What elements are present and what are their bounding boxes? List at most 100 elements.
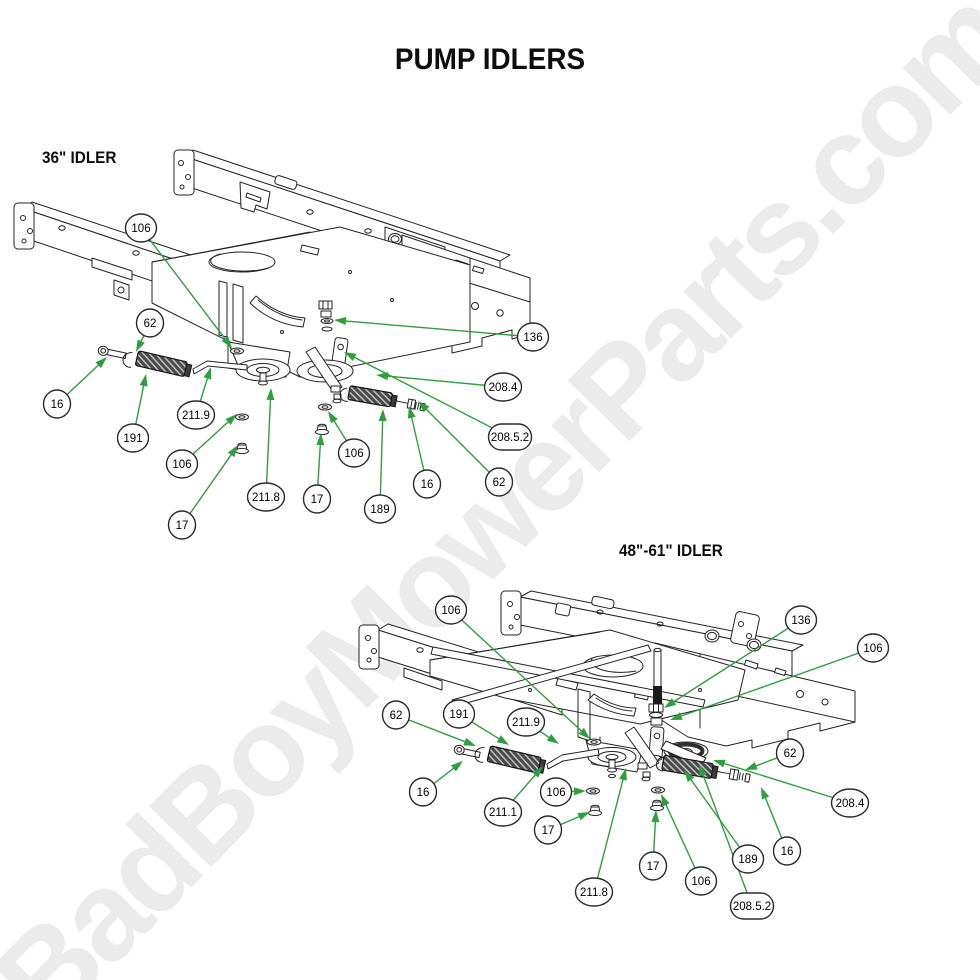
callout-208.4[interactable]: 208.4 xyxy=(376,372,523,402)
callout-17[interactable]: 17 xyxy=(638,810,668,881)
callout-106[interactable]: 106 xyxy=(670,633,890,720)
callout-211.8[interactable]: 211.8 xyxy=(246,388,286,512)
arrowhead xyxy=(577,812,590,821)
arrowhead xyxy=(699,764,707,777)
callout-189[interactable]: 189 xyxy=(684,770,765,874)
leader-line xyxy=(675,647,874,719)
callout-62[interactable]: 62 xyxy=(135,308,165,352)
callout-62[interactable]: 62 xyxy=(381,700,477,746)
callout-bubble[interactable] xyxy=(772,836,802,866)
callout-106[interactable]: 106 xyxy=(661,794,718,896)
callout-bubble[interactable] xyxy=(856,633,890,663)
callout-bubble[interactable] xyxy=(124,213,158,243)
arrowhead xyxy=(376,372,389,381)
arrowhead xyxy=(684,770,695,783)
callout-62[interactable]: 62 xyxy=(418,401,514,497)
callout-106[interactable]: 106 xyxy=(328,411,371,468)
arrowhead xyxy=(664,698,677,708)
callout-bubble[interactable] xyxy=(176,400,216,430)
leader-line xyxy=(349,354,511,438)
callout-label: 189 xyxy=(370,504,389,516)
callout-17[interactable]: 17 xyxy=(167,445,239,540)
callout-bubble[interactable] xyxy=(42,389,72,419)
callout-bubble[interactable] xyxy=(116,423,150,453)
callout-bubble[interactable] xyxy=(412,469,442,499)
arrowhead xyxy=(227,445,238,458)
callout-211.1[interactable]: 211.1 xyxy=(483,766,544,827)
callout-label: 106 xyxy=(172,459,191,471)
callout-106[interactable]: 106 xyxy=(124,213,233,348)
callout-191[interactable]: 191 xyxy=(442,699,510,745)
callout-label: 208.4 xyxy=(489,382,518,394)
callout-bubble[interactable] xyxy=(533,815,563,845)
callout-62[interactable]: 62 xyxy=(745,738,805,770)
callout-bubble[interactable] xyxy=(165,449,199,479)
arrowhead xyxy=(761,787,770,800)
callout-16[interactable]: 16 xyxy=(42,357,108,419)
leader-line xyxy=(339,319,534,338)
leader-line xyxy=(668,619,802,706)
callout-16[interactable]: 16 xyxy=(761,787,802,866)
callout-bubble[interactable] xyxy=(506,707,546,737)
callout-16[interactable]: 16 xyxy=(408,761,464,807)
callout-bubble[interactable] xyxy=(684,866,718,896)
callout-bubble[interactable] xyxy=(731,844,765,874)
callout-bubble[interactable] xyxy=(784,605,818,635)
callout-bubble[interactable] xyxy=(408,777,438,807)
diagram-label-48-61: 48"-61" IDLER xyxy=(619,541,723,560)
arrowhead xyxy=(532,766,543,778)
callout-bubble[interactable] xyxy=(135,308,165,338)
leader-line xyxy=(381,374,504,388)
callout-211.9[interactable]: 211.9 xyxy=(176,367,216,430)
callout-bubble[interactable] xyxy=(363,494,397,524)
arrowhead xyxy=(334,317,347,326)
callout-bubble[interactable] xyxy=(574,877,614,907)
callout-bubble[interactable] xyxy=(484,467,514,497)
arrowhead xyxy=(266,388,275,401)
callout-bubble[interactable] xyxy=(516,322,550,352)
callout-211.9[interactable]: 211.9 xyxy=(506,707,560,744)
callout-bubble[interactable] xyxy=(434,595,468,625)
callout-bubble[interactable] xyxy=(337,438,371,468)
callout-bubble[interactable] xyxy=(381,700,411,730)
callout-136[interactable]: 136 xyxy=(334,317,550,352)
callout-17[interactable]: 17 xyxy=(533,812,591,845)
callout-bubble[interactable] xyxy=(167,510,197,540)
callout-bubble[interactable] xyxy=(483,797,523,827)
callout-106[interactable]: 106 xyxy=(434,595,591,739)
leader-line xyxy=(700,769,753,907)
callout-211.8[interactable]: 211.8 xyxy=(574,768,627,907)
leader-line xyxy=(140,227,229,344)
callout-bubble[interactable] xyxy=(729,892,775,920)
callout-191[interactable]: 191 xyxy=(116,374,150,453)
arrowhead xyxy=(745,762,758,770)
callout-label: 208.4 xyxy=(836,798,865,810)
arrowhead xyxy=(407,406,416,419)
callout-106[interactable]: 106 xyxy=(539,777,587,807)
callout-label: 17 xyxy=(311,494,324,506)
callout-bubble[interactable] xyxy=(775,738,805,768)
callout-bubble[interactable] xyxy=(830,788,870,818)
callout-bubble[interactable] xyxy=(487,423,533,451)
arrowhead xyxy=(619,768,627,781)
callout-208.5.2[interactable]: 208.5.2 xyxy=(344,352,533,451)
callout-label: 211.9 xyxy=(512,717,540,729)
callout-106[interactable]: 106 xyxy=(165,414,238,479)
callout-136[interactable]: 136 xyxy=(664,605,818,708)
callout-16[interactable]: 16 xyxy=(407,406,442,499)
callout-label: 16 xyxy=(51,399,64,411)
arrowhead xyxy=(463,737,476,746)
callout-bubble[interactable] xyxy=(539,777,573,807)
callout-label: 211.9 xyxy=(182,410,210,422)
callout-208.4[interactable]: 208.4 xyxy=(713,759,870,818)
arrowhead xyxy=(378,409,387,422)
callout-bubble[interactable] xyxy=(302,484,332,514)
callout-17[interactable]: 17 xyxy=(302,433,332,514)
callout-bubble[interactable] xyxy=(246,482,286,512)
callout-208.5.2[interactable]: 208.5.2 xyxy=(699,764,775,920)
callout-bubble[interactable] xyxy=(483,372,523,402)
callout-189[interactable]: 189 xyxy=(363,409,397,524)
callout-bubble[interactable] xyxy=(638,851,668,881)
callout-bubble[interactable] xyxy=(442,699,476,729)
